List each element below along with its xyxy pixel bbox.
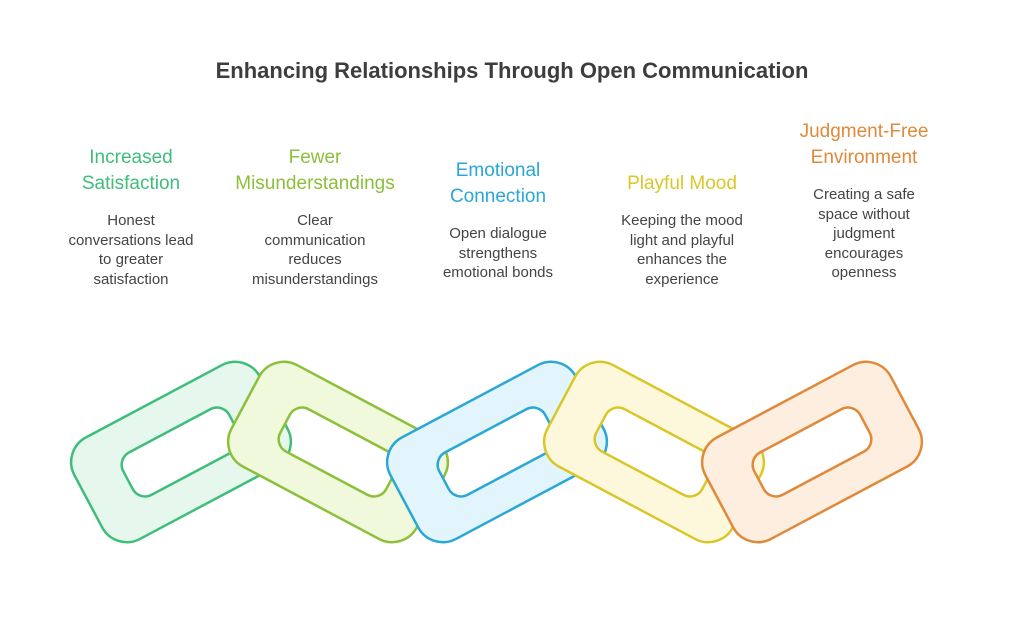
link-judgment-free-environment <box>700 360 924 544</box>
item-heading: Fewer Misunderstandings <box>235 147 395 194</box>
item-judgment-free-environment: Judgment-Free Environment Creating a saf… <box>764 119 964 283</box>
item-description: Creating a safe space without judgment e… <box>813 186 915 281</box>
item-heading: Playful Mood <box>627 173 737 194</box>
item-emotional-connection: Emotional Connection Open dialogue stren… <box>398 158 598 283</box>
item-heading: Increased Satisfaction <box>81 147 181 194</box>
page-title: Enhancing Relationships Through Open Com… <box>215 58 809 83</box>
item-playful-mood: Playful Mood Keeping the mood light and … <box>582 171 782 289</box>
item-fewer-misunderstandings: Fewer Misunderstandings Clear communicat… <box>215 145 415 289</box>
item-description: Keeping the mood light and playful enhan… <box>621 212 743 288</box>
item-description: Open dialogue strengthens emotional bond… <box>442 225 554 281</box>
item-description: Clear communication reduces misunderstan… <box>252 212 378 288</box>
item-heading: Judgment-Free Environment <box>799 121 929 168</box>
item-description: Honest conversations lead to greater sat… <box>68 212 194 288</box>
item-increased-satisfaction: Increased Satisfaction Honest conversati… <box>31 145 231 289</box>
item-heading: Emotional Connection <box>449 160 547 207</box>
